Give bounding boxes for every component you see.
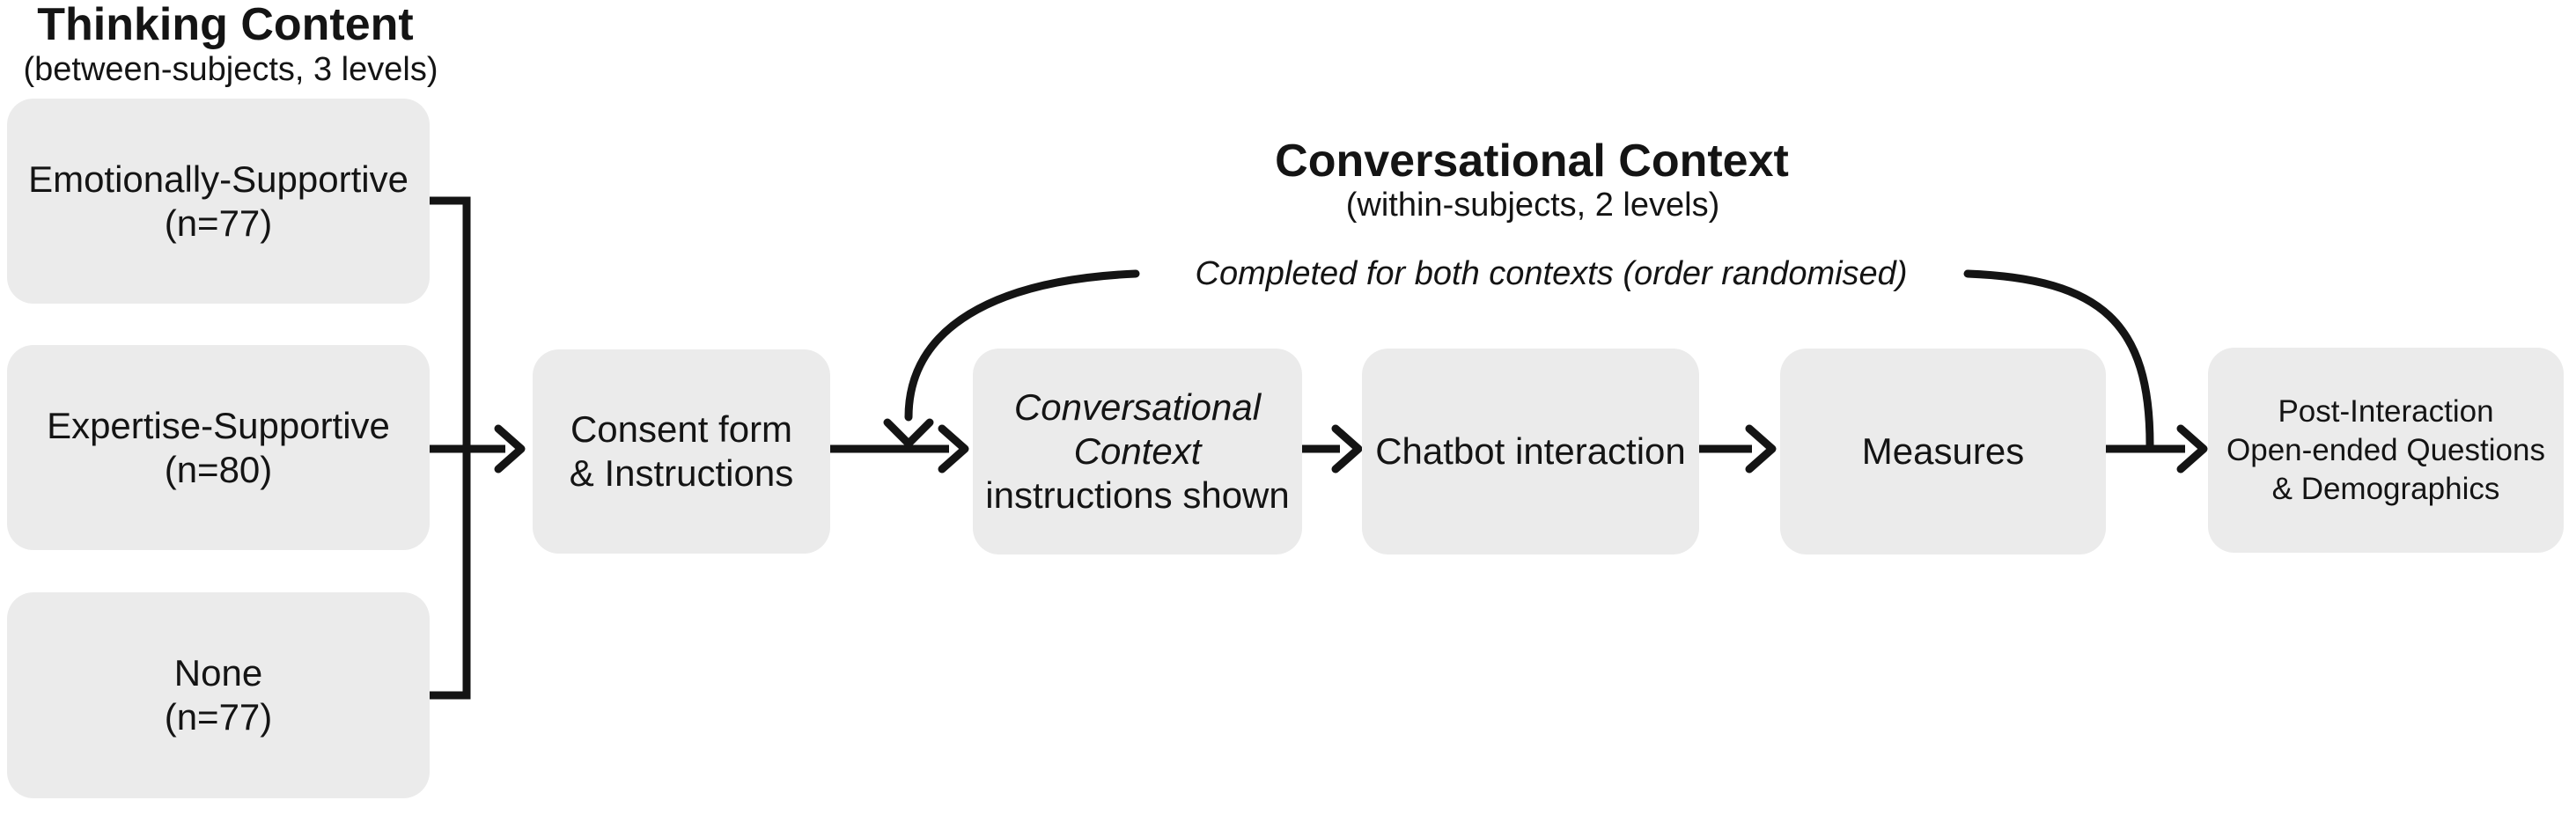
- condition-box-emotionally-supportive: Emotionally-Supportive (n=77): [7, 99, 430, 304]
- loop-right-curve: [1963, 269, 2154, 449]
- step-label-line: Consent form: [570, 408, 793, 450]
- conversational-context-title: Conversational Context: [1275, 136, 1789, 187]
- step-box-post-interaction: Post-Interaction Open-ended Questions & …: [2208, 348, 2564, 553]
- condition-box-expertise-supportive: Expertise-Supportive (n=80): [7, 345, 430, 550]
- conversational-context-subtitle: (within-subjects, 2 levels): [1345, 187, 1720, 224]
- condition-label: Emotionally-Supportive: [28, 158, 408, 200]
- condition-box-none: None (n=77): [7, 592, 430, 798]
- loop-annotation-label: Completed for both contexts (order rando…: [1195, 255, 1908, 292]
- condition-n: (n=80): [164, 448, 273, 490]
- arrow-chatbot-to-measures-head: [1745, 424, 1777, 474]
- condition-label: None: [173, 652, 263, 694]
- thinking-content-title: Thinking Content: [37, 0, 414, 50]
- step-label-line-italic: Conversational: [1013, 386, 1262, 428]
- arrow-measures-to-post-head: [2176, 424, 2208, 474]
- step-label-line: & Instructions: [569, 452, 794, 494]
- step-box-consent-form: Consent form & Instructions: [533, 349, 830, 554]
- thinking-content-subtitle: (between-subjects, 3 levels): [23, 51, 438, 88]
- condition-n: (n=77): [164, 696, 273, 738]
- condition-n: (n=77): [164, 202, 273, 244]
- step-box-context-instructions: Conversational Context instructions show…: [973, 349, 1302, 554]
- arrow-conditions-to-consent-head: [494, 424, 526, 474]
- step-label-line: & Demographics: [2271, 471, 2500, 506]
- loop-left-curve: [904, 269, 1140, 422]
- loop-left-arrowhead: [883, 418, 934, 448]
- step-label-line: Post-Interaction: [2278, 393, 2494, 429]
- step-label-line-italic: Context: [1073, 430, 1202, 472]
- step-box-measures: Measures: [1780, 349, 2106, 554]
- arrow-consent-to-context-head: [938, 424, 969, 474]
- step-label-line: instructions shown: [985, 474, 1290, 516]
- step-box-chatbot-interaction: Chatbot interaction: [1362, 349, 1699, 554]
- step-label-line: Open-ended Questions: [2226, 432, 2545, 467]
- arrow-context-to-chatbot-head: [1331, 424, 1363, 474]
- step-label-line: Measures: [1861, 430, 2025, 472]
- step-label-line: Chatbot interaction: [1375, 430, 1686, 472]
- condition-label: Expertise-Supportive: [47, 404, 390, 446]
